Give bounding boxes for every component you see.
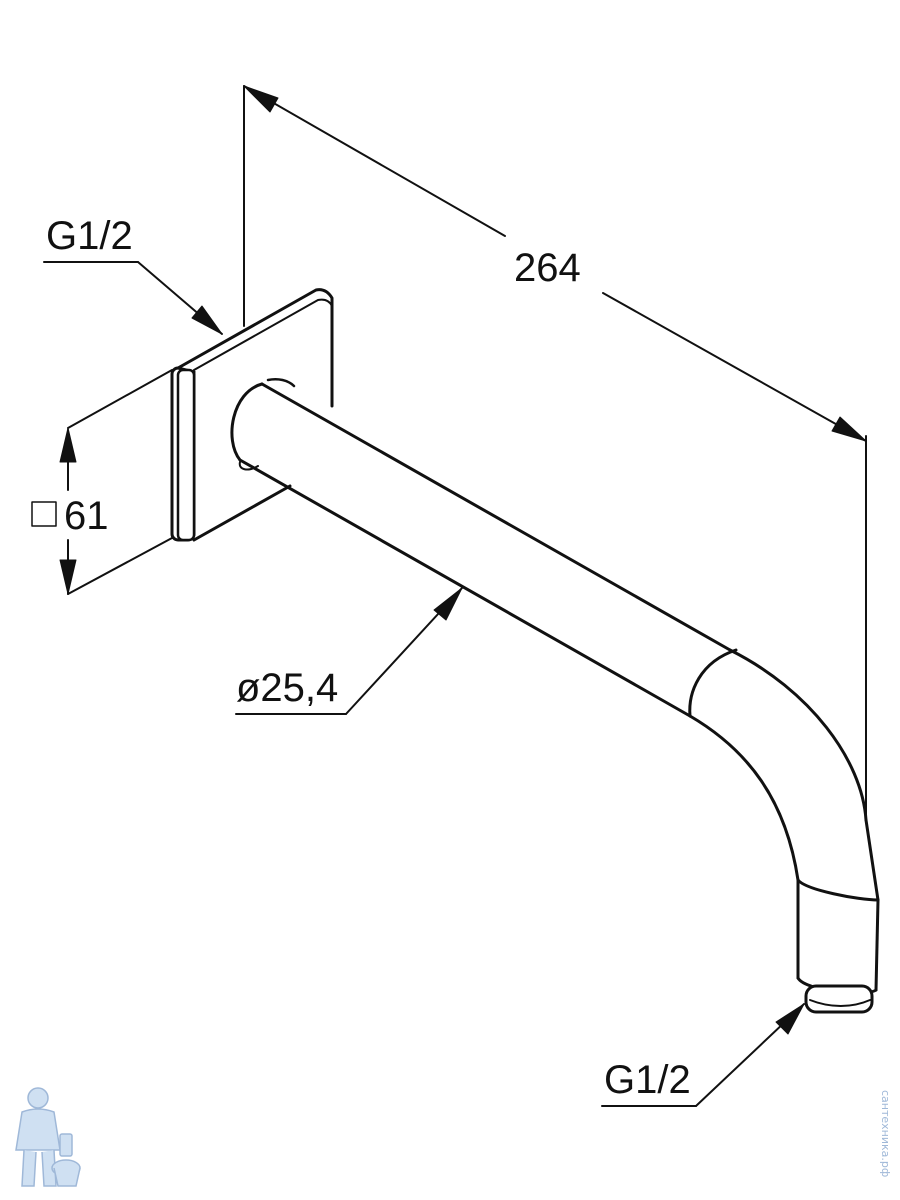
pipe-outlet: [796, 818, 880, 1014]
dimension-264: [243, 85, 867, 821]
thread-label-outlet: G1/2: [604, 1058, 691, 1102]
pipe-bend: [688, 648, 868, 882]
leader-diameter: [235, 587, 463, 715]
watermark-text: сантехника.рф: [879, 1090, 892, 1178]
leader-g12-wall: [43, 261, 223, 335]
thread-label-wall: G1/2: [46, 214, 133, 258]
plumber-logo: [15, 1087, 81, 1187]
wall-plate: [170, 288, 334, 542]
square-dimension-label: 61: [64, 494, 109, 538]
square-symbol: [31, 501, 57, 527]
shower-arm-pipe: [230, 378, 732, 718]
leader-g12-outlet: [601, 1003, 805, 1107]
dimension-61: [31, 369, 173, 595]
length-dimension-label: 264: [514, 246, 581, 290]
pipe-diameter-label: ø25,4: [236, 666, 339, 710]
